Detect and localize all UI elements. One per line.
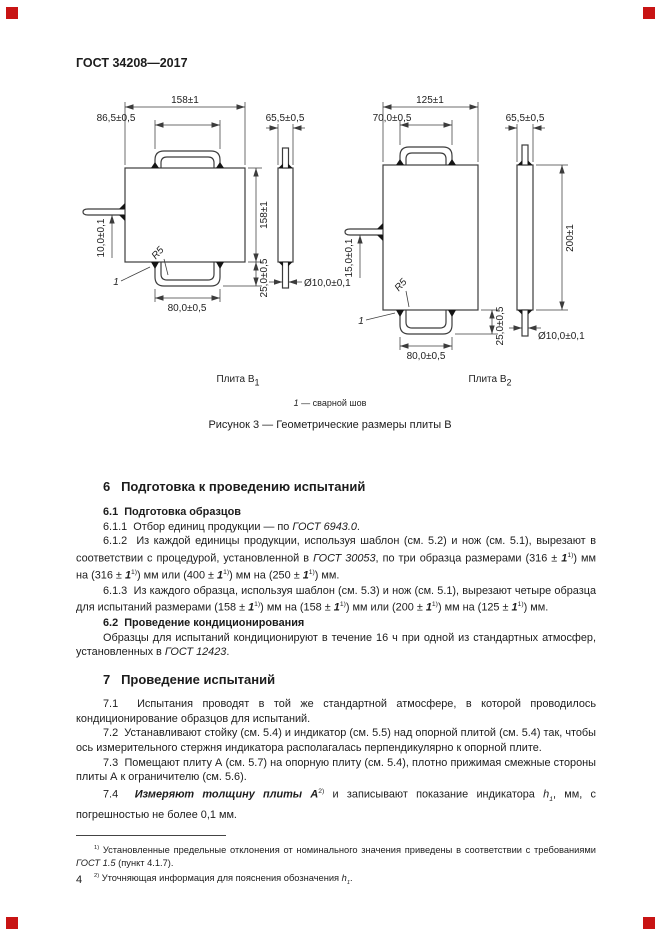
b2-dim-width-label: 125±1	[416, 95, 444, 106]
b1-weld-ref-label: 1	[113, 277, 119, 288]
b1-dim-pin-offset-label: 10,0±0,1	[96, 218, 107, 257]
footnote-separator	[76, 835, 226, 837]
plate-b2-front-view	[344, 146, 479, 335]
paragraph-7-4: 7.4 Измеряют толщину плиты А2) и записыв…	[76, 788, 596, 821]
plate-b1-label-text: Плита В	[216, 374, 254, 385]
b2-weld-ref-label: 1	[358, 316, 364, 327]
b1-dim-height-label: 158±1	[259, 201, 270, 229]
plate-b1-weld-seams	[119, 162, 224, 269]
footnote-1: 1) Установленные предельные отклонения о…	[76, 845, 596, 869]
plate-b2-side-welds	[517, 160, 533, 315]
corner-mark-top-left	[6, 7, 18, 19]
plate-b2-label-text: Плита В	[468, 374, 506, 385]
b2-dim-handle-bottom-label: 80,0±0,5	[407, 351, 446, 362]
b1-dim-width-label: 158±1	[171, 95, 199, 106]
paragraph-7-2: 7.2 Устанавливают стойку (см. 5.4) и инд…	[76, 727, 596, 755]
b1-dim-handle-width-label: 86,5±0,5	[97, 113, 136, 124]
paragraph-6-1-2: 6.1.2 Из каждой единицы продукции, испол…	[76, 535, 596, 583]
b1-dim-handle-bottom-label: 80,0±0,5	[168, 303, 207, 314]
b2-dim-height-label: 200±1	[565, 224, 576, 252]
plate-b1-front-view	[82, 150, 246, 287]
corner-mark-bottom-left	[6, 917, 18, 929]
b1-dim-loop-height-label: 25,0±0,5	[259, 258, 270, 297]
plate-b1-side-welds	[278, 163, 293, 267]
section-6-title: 6 Подготовка к проведению испытаний	[103, 479, 366, 494]
b1-side-dim-width-label: 65,5±0,5	[266, 113, 305, 124]
plate-b2-label-index: 2	[507, 378, 512, 388]
plate-b2-side-view: 65,5±0,5 Ø10,0±0,1	[505, 113, 585, 342]
figure-caption: Рисунок 3 — Геометрические размеры плиты…	[208, 419, 452, 431]
paragraph-6-1-3: 6.1.3 Из каждого образца, используя шабл…	[76, 584, 596, 615]
plate-b1-label-index: 1	[255, 378, 260, 388]
document-body: 6 Подготовка к проведению испытаний 6.1 …	[76, 478, 596, 889]
b1-side-dim-pin-label: Ø10,0±0,1	[304, 278, 351, 289]
plate-b1-side-view: 65,5±0,5 Ø10,0±0,1	[266, 113, 351, 289]
page-number: 4	[76, 874, 83, 886]
plate-b2-label: Плита В2	[468, 374, 511, 388]
plate-b2-weld-seams	[377, 159, 456, 317]
corner-mark-bottom-right	[643, 917, 655, 929]
figure-3: 158±1 86,5±0,5 158±1 25,0±0,5 80,0±0,5 1…	[20, 88, 640, 431]
b2-dim-loop-height-label: 25,0±0,5	[495, 306, 506, 345]
paragraph-7-3: 7.3 Помещают плиту А (см. 5.7) на опорну…	[76, 756, 596, 784]
footnotes: 1) Установленные предельные отклонения о…	[76, 835, 596, 889]
paragraph-7-1: 7.1 Испытания проводят в той же стандарт…	[76, 697, 596, 725]
corner-mark-top-right	[643, 7, 655, 19]
paragraph-6-1-1: 6.1.1 Отбор единиц продукции — по ГОСТ 6…	[103, 520, 360, 533]
section-6-1-title: 6.1 Подготовка образцов	[103, 506, 241, 518]
b2-side-dim-width-label: 65,5±0,5	[506, 113, 545, 124]
footnote-2: 2) Уточняющая информация для пояснения о…	[94, 872, 353, 886]
figure-drawing: 158±1 86,5±0,5 158±1 25,0±0,5 80,0±0,5 1…	[82, 95, 585, 388]
standard-number: ГОСТ 34208—2017	[76, 56, 188, 70]
section-6-2-title: 6.2 Проведение кондиционирования	[103, 616, 305, 629]
paragraph-6-2: Образцы для испытаний кондиционируют в т…	[76, 631, 596, 659]
figure-legend: 1 — сварной шов	[293, 398, 367, 408]
b2-side-dim-pin-label: Ø10,0±0,1	[538, 331, 585, 342]
b2-dim-pin-offset-label: 15,0±0,1	[344, 238, 355, 277]
b2-dim-handle-width-label: 70,0±0,5	[373, 113, 412, 124]
plate-b1-label: Плита В1	[216, 374, 259, 388]
section-7-title: 7 Проведение испытаний	[103, 671, 276, 687]
